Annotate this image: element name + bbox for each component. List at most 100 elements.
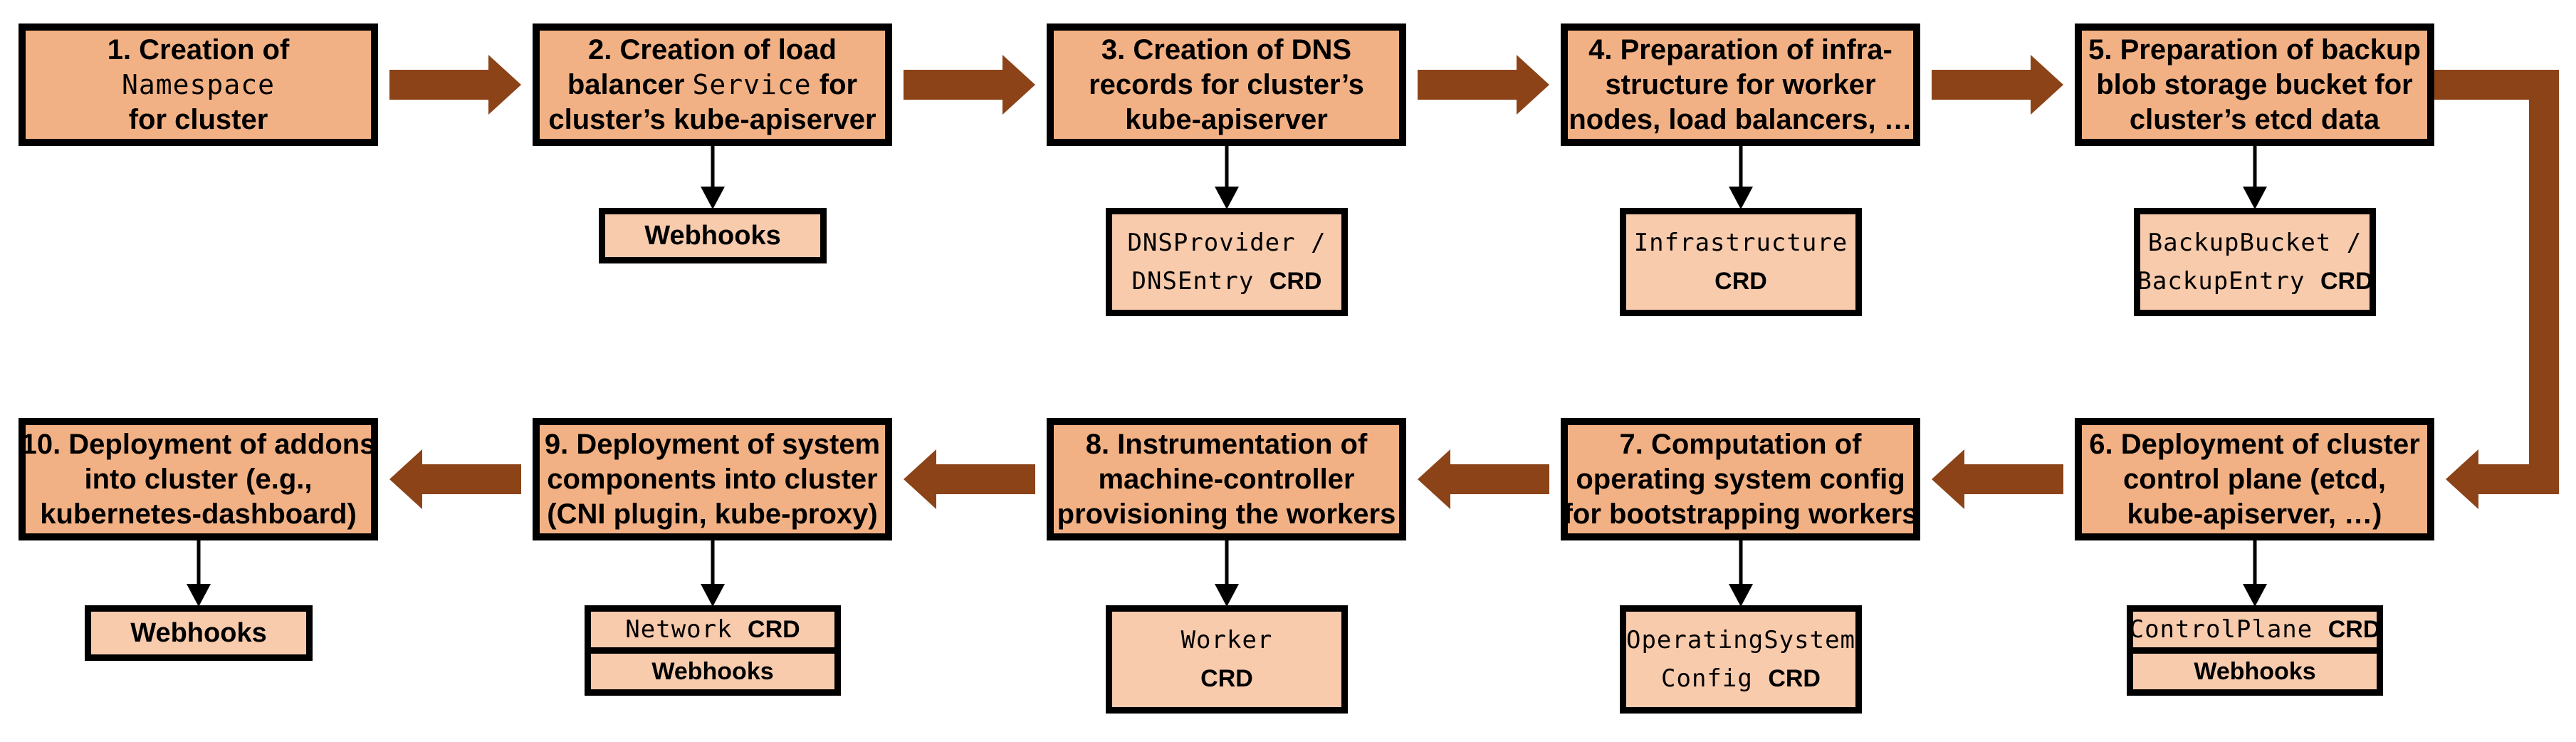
artifact-label-text: CRD <box>1768 665 1821 692</box>
step-2-artifact-box-0: Webhooks <box>599 208 827 263</box>
step-text: nodes, load balancers, … <box>1569 103 1912 135</box>
flow-arrow-7-to-8-shaft <box>1450 464 1549 494</box>
step-4-artifact-arrowhead-icon <box>1729 187 1753 209</box>
step-7-line: for bootstrapping workers <box>1564 497 1918 532</box>
resource-name-text: DNSProvider / <box>1127 229 1326 257</box>
step-text: provisioning the workers <box>1057 498 1396 530</box>
step-text: into cluster (e.g., <box>84 463 313 495</box>
step-text: for bootstrapping workers <box>1563 498 1918 530</box>
step-text: 2. Creation of load <box>588 33 837 66</box>
step-text: cluster’s kube-apiserver <box>548 103 876 135</box>
artifact-line: Config CRD <box>1661 659 1821 698</box>
step-text: 9. Deployment of system <box>544 428 881 460</box>
step-text: 6. Deployment of cluster <box>2089 428 2420 460</box>
artifact-line: ControlPlane CRD <box>2130 610 2381 649</box>
flow-arrow-5-to-6-vertical-shaft <box>2529 70 2559 494</box>
resource-name-text: Namespace <box>122 68 275 100</box>
artifact-line: Webhooks <box>651 652 773 691</box>
artifact-label-text: CRD <box>2320 268 2373 295</box>
step-3-artifact-arrowhead-icon <box>1215 187 1239 209</box>
flow-arrow-2-to-3-head-icon <box>1002 55 1035 115</box>
artifact-label-text: Webhooks <box>130 618 267 648</box>
step-2-line: cluster’s kube-apiserver <box>548 103 876 137</box>
flow-arrow-8-to-9-shaft <box>936 464 1035 494</box>
step-text: balancer <box>567 68 693 100</box>
step-text: kube-apiserver, …) <box>2127 498 2382 530</box>
flow-arrow-8-to-9-head-icon <box>904 449 936 509</box>
resource-name-text: BackupEntry <box>2137 267 2320 296</box>
flow-arrow-9-to-10-head-icon <box>389 449 422 509</box>
artifact-line: CRD <box>1714 262 1767 301</box>
step-4-line: nodes, load balancers, … <box>1569 103 1912 137</box>
step-10-artifact-arrowhead-icon <box>187 584 211 607</box>
resource-name-text: DNSEntry <box>1131 267 1269 296</box>
step-6-line: 6. Deployment of cluster <box>2089 427 2420 462</box>
resource-name-text: BackupBucket / <box>2147 229 2362 257</box>
step-9-artifact-box-0: Network CRD <box>585 605 841 654</box>
flow-arrow-6-to-7-shaft <box>1964 464 2063 494</box>
resource-name-text: ControlPlane <box>2129 615 2328 644</box>
step-6-artifact-box-0: ControlPlane CRD <box>2127 605 2383 654</box>
step-text: for <box>811 68 858 100</box>
step-10-line: kubernetes-dashboard) <box>40 497 357 532</box>
step-text: structure for worker <box>1605 68 1876 100</box>
flow-arrow-1-to-2-head-icon <box>488 55 521 115</box>
artifact-label-text: Webhooks <box>651 658 774 685</box>
step-1-line: Namespace <box>122 68 275 103</box>
flow-arrow-5-to-6-lower-shaft <box>2478 464 2529 494</box>
step-text: components into cluster <box>547 463 878 495</box>
step-8-line: 8. Instrumentation of <box>1086 427 1368 462</box>
step-text: for cluster <box>128 103 268 135</box>
artifact-line: Worker <box>1181 621 1273 659</box>
step-text: machine-controller <box>1098 463 1355 495</box>
artifact-label-text: CRD <box>1269 268 1322 295</box>
artifact-label-text: CRD <box>2328 616 2381 643</box>
step-6-line: kube-apiserver, …) <box>2127 497 2382 532</box>
resource-name-text: Config <box>1661 664 1769 693</box>
step-text: 10. Deployment of addons <box>21 428 376 460</box>
resource-name-text: Service <box>692 68 812 100</box>
step-text: 8. Instrumentation of <box>1085 428 1368 460</box>
step-7-line: 7. Computation of <box>1620 427 1862 462</box>
step-7-artifact-arrowhead-icon <box>1729 584 1753 607</box>
artifact-line: Webhooks <box>2194 652 2315 691</box>
step-9-line: components into cluster <box>547 462 878 497</box>
step-7-line: operating system config <box>1576 462 1905 497</box>
step-8-artifact-arrowhead-icon <box>1215 584 1239 607</box>
artifact-line: Webhooks <box>130 614 266 652</box>
artifact-line: BackupBucket / <box>2148 224 2362 262</box>
step-text: 1. Creation of <box>107 33 290 66</box>
step-text: (CNI plugin, kube-proxy) <box>547 498 878 530</box>
step-text: blob storage bucket for <box>2096 68 2413 100</box>
resource-name-text: Infrastructure <box>1633 229 1848 257</box>
flow-arrow-4-to-5-head-icon <box>2031 55 2063 115</box>
step-text: kubernetes-dashboard) <box>40 498 357 530</box>
step-text: 4. Preparation of infra- <box>1588 33 1892 66</box>
step-text: operating system config <box>1576 463 1905 495</box>
flow-arrow-4-to-5-shaft <box>1932 70 2031 100</box>
step-9-line: (CNI plugin, kube-proxy) <box>547 497 877 532</box>
flow-arrow-2-to-3-shaft <box>904 70 1002 100</box>
artifact-label-text: CRD <box>1200 665 1253 692</box>
artifact-line: DNSProvider / <box>1127 224 1326 262</box>
flow-arrow-9-to-10-shaft <box>422 464 521 494</box>
step-9-artifact-arrowhead-icon <box>701 584 725 607</box>
flow-arrow-5-to-6-head-icon <box>2446 449 2478 509</box>
artifact-line: DNSEntry CRD <box>1132 262 1322 301</box>
step-2-line: 2. Creation of load <box>588 33 837 68</box>
step-8-line: provisioning the workers <box>1057 497 1396 532</box>
step-4-line: structure for worker <box>1605 68 1875 103</box>
step-9-artifact-box-1: Webhooks <box>585 647 841 696</box>
step-6-artifact-box-1: Webhooks <box>2127 647 2383 696</box>
step-10-line: into cluster (e.g., <box>84 462 312 497</box>
step-text: 3. Creation of DNS <box>1101 33 1352 66</box>
